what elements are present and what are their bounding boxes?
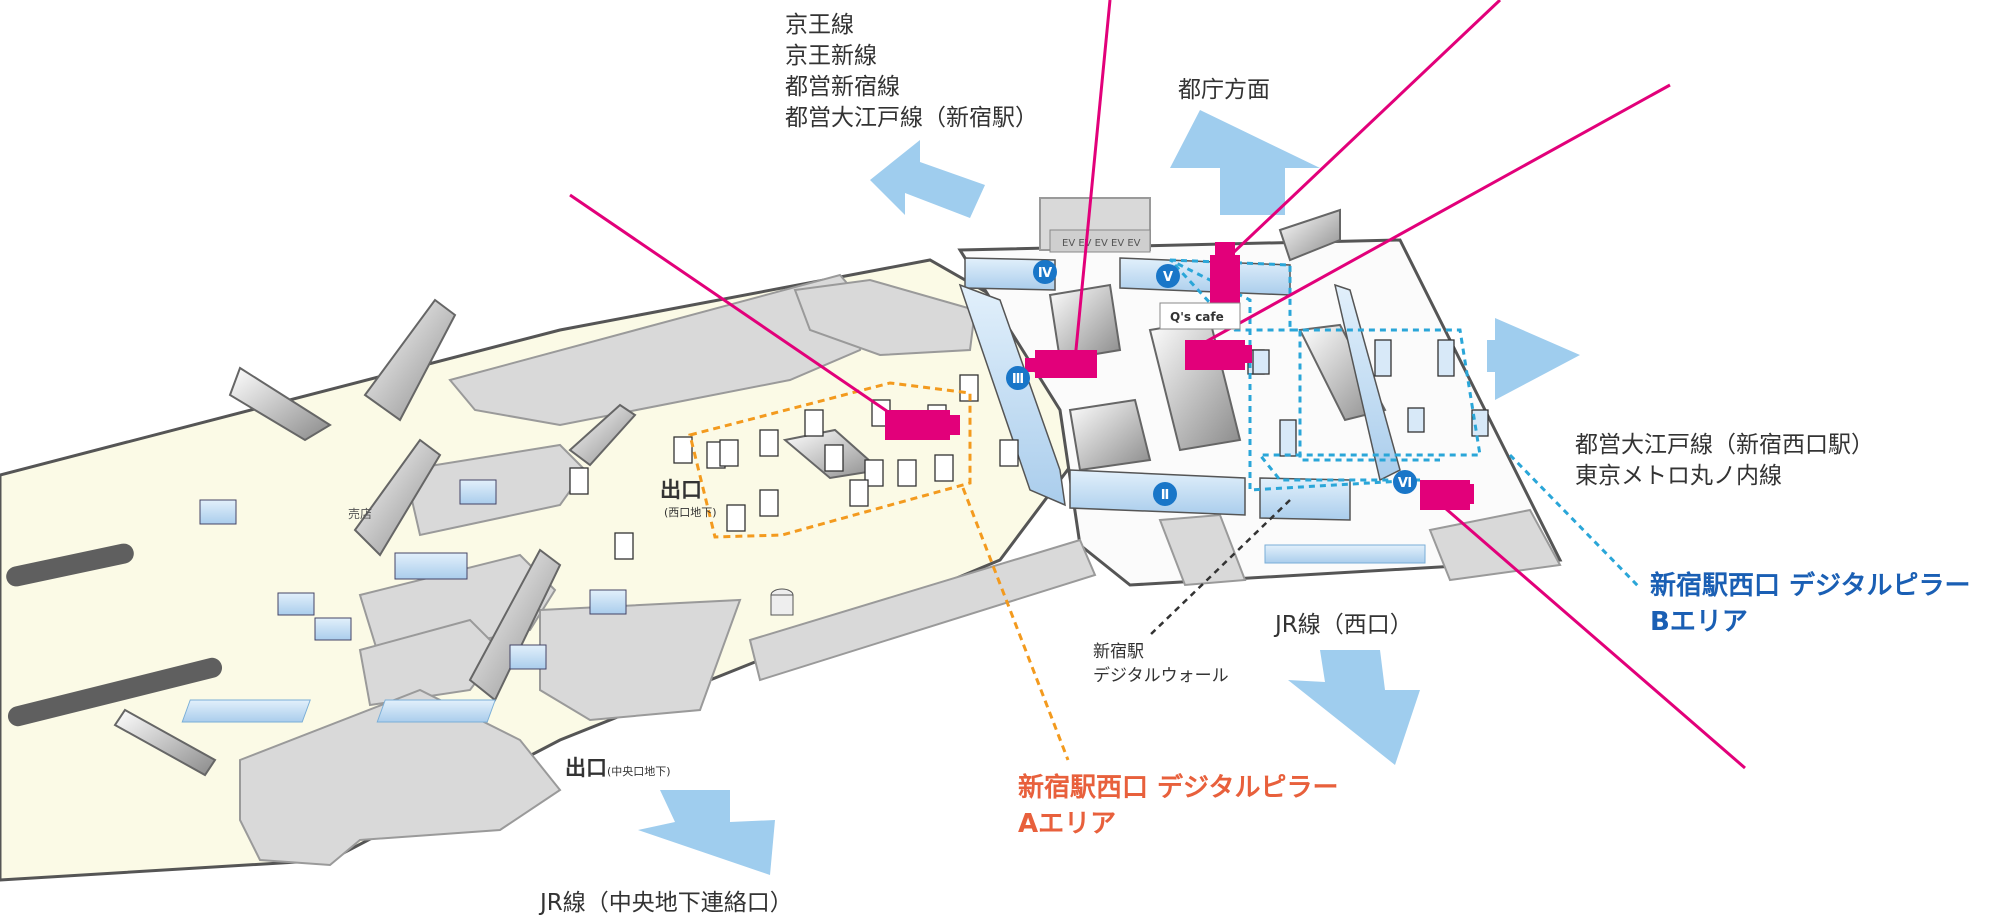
area-a-title: 新宿駅西口 デジタルピラー (1018, 773, 1339, 803)
camera-sight-lines (569, 0, 1746, 770)
label-oedo-line-1: 都営大江戸線（新宿西口駅） (1575, 432, 1874, 458)
exit-west-main: 出口 (660, 478, 702, 502)
arrow-oedo-west (1487, 318, 1580, 400)
sight-line-6 (1429, 493, 1746, 770)
area-a-leader (961, 487, 1070, 761)
exit-west-label: 出口 (西口地下) (660, 474, 717, 520)
exit-central-main: 出口 (565, 756, 607, 780)
label-oedo-line-2: 東京メトロ丸ノ内線 (1575, 463, 1782, 489)
track-lower (7, 657, 223, 727)
shop-label: 売店 (348, 506, 372, 521)
area-b-leader (1508, 453, 1642, 590)
camera-3 (1025, 350, 1097, 378)
svg-text:Ⅲ: Ⅲ (1012, 372, 1024, 387)
label-keio-line-2: 京王新線 (785, 43, 877, 69)
area-b-pillars (1247, 339, 1489, 457)
cameras (885, 242, 1474, 510)
pillar-badge-2: Ⅱ (1153, 482, 1177, 506)
camera-5 (1210, 242, 1240, 303)
camera-a (885, 410, 960, 440)
exit-central-label: 出口(中央口地下) (565, 752, 671, 782)
sight-line-cafe (1199, 83, 1671, 347)
arrow-jr-central (638, 790, 775, 875)
sight-line-a (569, 193, 901, 422)
svg-text:Ⅱ: Ⅱ (1161, 488, 1170, 503)
ticket-gates (181, 544, 1426, 723)
arrow-jr-west (1288, 650, 1420, 765)
label-keio-line-3: 都営新宿線 (785, 74, 900, 100)
label-keio-line-4: 都営大江戸線（新宿駅） (785, 105, 1038, 131)
label-keio-lines: 京王線 京王新線 都営新宿線 都営大江戸線（新宿駅） (785, 10, 1038, 134)
camera-6 (1420, 480, 1474, 510)
label-tocho: 都庁方面 (1178, 77, 1270, 103)
sight-line-3 (1073, 0, 1112, 361)
pillar-badge-4: Ⅳ (1033, 260, 1057, 284)
pillar-badge-5: Ⅴ (1156, 264, 1180, 288)
track-upper (6, 543, 134, 587)
area-a-outline (688, 381, 972, 539)
label-digital-wall-2: デジタルウォール (1093, 666, 1229, 686)
area-a-label: 新宿駅西口 デジタルピラー Aエリア (1018, 770, 1339, 842)
arrow-tocho (1170, 110, 1320, 215)
svg-text:Ⅳ: Ⅳ (1038, 266, 1053, 281)
pillar-badges: Ⅳ Ⅴ Ⅲ Ⅱ Ⅵ (1006, 260, 1417, 506)
pillar-badge-6: Ⅵ (1393, 470, 1417, 494)
direction-arrows (638, 110, 1580, 875)
exit-central-sub: (中央口地下) (607, 765, 671, 778)
label-keio-line-1: 京王線 (785, 12, 854, 38)
svg-text:Q's cafe: Q's cafe (1170, 310, 1224, 324)
svg-text:Ⅴ: Ⅴ (1163, 270, 1173, 285)
elevator-bank: EV EV EV EV EV (1049, 229, 1151, 253)
pillar-panels (958, 257, 1401, 521)
label-jr-west: JR線（西口） (1275, 612, 1413, 638)
svg-text:EV EV EV EV EV: EV EV EV EV EV (1062, 238, 1141, 249)
building-blocks (239, 197, 1562, 867)
svg-text:Ⅵ: Ⅵ (1398, 476, 1412, 491)
area-b-label: 新宿駅西口 デジタルピラー Bエリア (1650, 568, 1971, 640)
exit-west-sub: (西口地下) (664, 506, 717, 519)
pillar-badge-3: Ⅲ (1006, 366, 1030, 390)
qs-cafe: Q's cafe (1159, 302, 1241, 330)
area-b-title: 新宿駅西口 デジタルピラー (1650, 571, 1971, 601)
label-digital-wall: 新宿駅 デジタルウォール (1093, 640, 1229, 688)
area-a-sub: Aエリア (1018, 809, 1117, 839)
label-digital-wall-1: 新宿駅 (1093, 642, 1144, 662)
info-panels (199, 479, 627, 670)
camera-cafe (1185, 340, 1252, 370)
label-jr-central: JR線（中央地下連絡口） (540, 890, 793, 916)
label-oedo-nishiguchi: 都営大江戸線（新宿西口駅） 東京メトロ丸ノ内線 (1575, 430, 1874, 492)
arrow-keio (870, 140, 985, 218)
area-b-sub: Bエリア (1650, 607, 1748, 637)
sight-line-5 (1213, 0, 1502, 272)
